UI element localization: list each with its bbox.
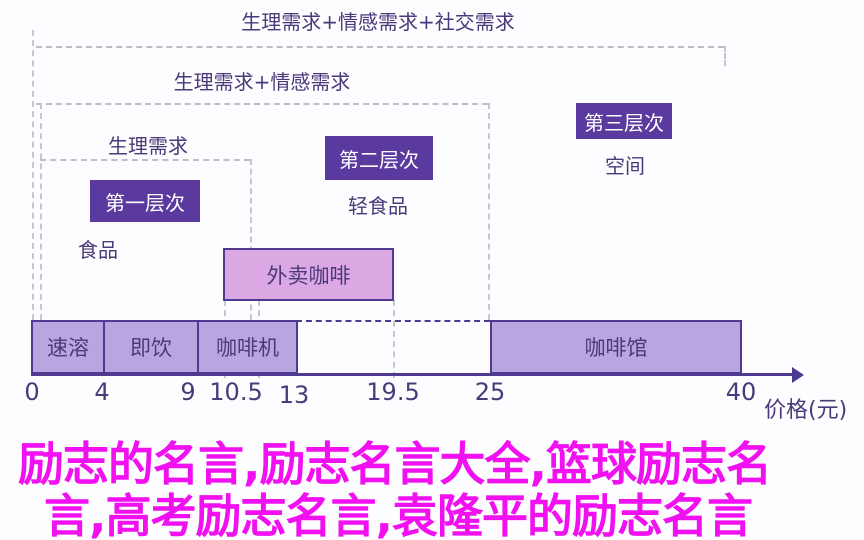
guide-line [724, 46, 726, 66]
axis-label: 价格(元) [764, 398, 848, 423]
tick: 40 [725, 378, 757, 406]
space-label: 空间 [605, 154, 645, 178]
tick: 9 [180, 378, 196, 406]
tick: 4 [94, 378, 110, 406]
overlay-title-line2: 言,高考励志名言,袁隆平的励志名言 [44, 489, 753, 540]
axis-arrow-icon [792, 367, 804, 383]
level-low-label: 生理需求 [108, 134, 188, 158]
price-axis [31, 373, 793, 376]
guide-line [393, 300, 395, 378]
level-low-bracket [40, 159, 250, 161]
layer-first: 第一层次 [90, 180, 200, 222]
food-label: 食品 [78, 238, 118, 262]
takeaway-box: 外卖咖啡 [223, 248, 394, 301]
light-food-label: 轻食品 [348, 194, 408, 218]
tick: 10.5 [209, 378, 263, 406]
dashed-gap [296, 320, 490, 322]
tick: 25 [474, 378, 506, 406]
level-mid-bracket [36, 103, 488, 105]
segment-ready-to-drink: 即饮 [103, 320, 199, 374]
segment-coffee-machine: 咖啡机 [197, 320, 298, 374]
tick: 13 [278, 381, 310, 409]
level-top-label: 生理需求+情感需求+社交需求 [241, 10, 515, 34]
guide-line [488, 103, 490, 320]
tick: 0 [24, 378, 40, 406]
guide-line [32, 30, 34, 320]
segment-instant: 速溶 [31, 320, 105, 374]
guide-line [250, 159, 252, 320]
layer-second: 第二层次 [325, 136, 433, 180]
level-mid-label: 生理需求+情感需求 [173, 70, 351, 94]
level-top-bracket [36, 46, 724, 48]
layer-third: 第三层次 [576, 103, 672, 139]
segment-coffee-shop: 咖啡馆 [490, 320, 742, 374]
guide-line [40, 103, 42, 320]
tick: 19.5 [366, 378, 420, 406]
